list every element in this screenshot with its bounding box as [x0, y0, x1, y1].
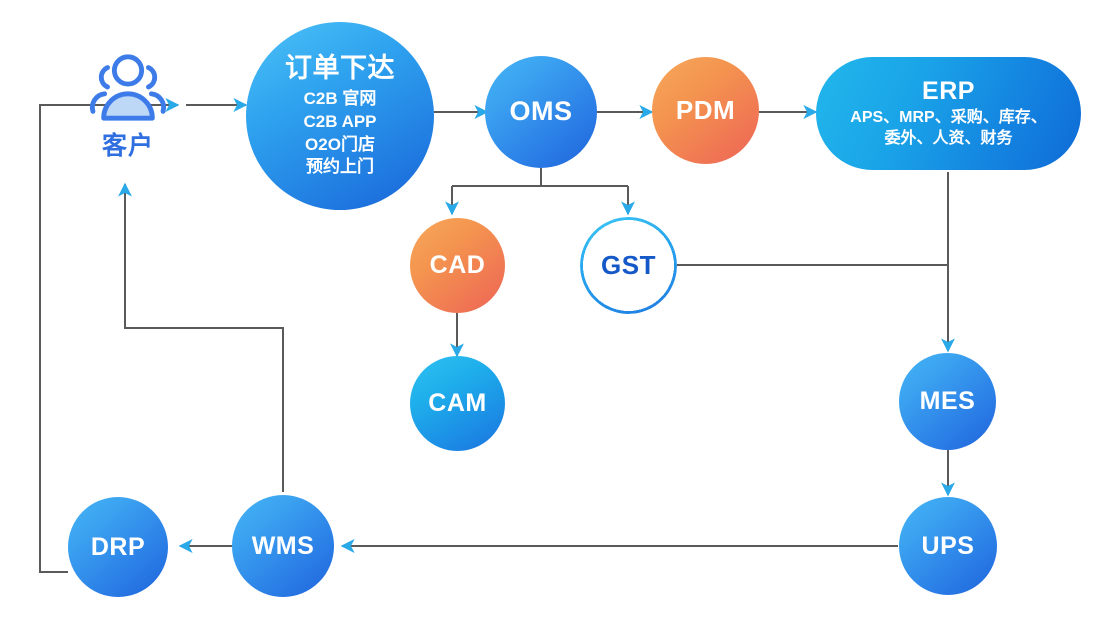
node-order[interactable]: 订单下达 C2B 官网 C2B APP O2O门店 预约上门: [246, 22, 434, 210]
edge-oms-branch-trunk: [452, 168, 628, 187]
node-ups[interactable]: UPS: [899, 497, 997, 595]
erp-line-1: APS、MRP、采购、库存、: [850, 108, 1047, 126]
drp-label: DRP: [90, 532, 146, 561]
erp-lines: APS、MRP、采购、库存、 委外、人资、财务: [850, 107, 1046, 150]
order-line-3: O2O门店: [305, 134, 375, 154]
people-group-icon: [89, 54, 167, 121]
order-lines: C2B 官网 C2B APP O2O门店 预约上门: [303, 88, 376, 180]
node-pdm[interactable]: PDM: [652, 57, 759, 164]
node-oms[interactable]: OMS: [485, 56, 597, 168]
node-gst[interactable]: GST: [580, 217, 677, 314]
gst-ring: [580, 217, 677, 314]
node-drp[interactable]: DRP: [68, 497, 168, 597]
node-cad[interactable]: CAD: [410, 218, 505, 313]
order-line-1: C2B 官网: [303, 88, 377, 108]
pdm-label: PDM: [675, 94, 736, 125]
customer-label: 客户: [101, 132, 154, 160]
erp-line-2: 委外、人资、财务: [884, 130, 1013, 148]
ups-label: UPS: [921, 531, 975, 560]
node-mes[interactable]: MES: [899, 353, 996, 450]
order-line-4: 预约上门: [306, 157, 374, 177]
gst-label: GST: [601, 250, 656, 280]
node-erp[interactable]: ERP APS、MRP、采购、库存、 委外、人资、财务: [816, 57, 1081, 170]
node-cam[interactable]: CAM: [410, 356, 505, 451]
mes-label: MES: [919, 387, 976, 416]
node-wms[interactable]: WMS: [232, 495, 334, 597]
order-title: 订单下达: [285, 52, 395, 83]
oms-label: OMS: [509, 96, 573, 127]
erp-title: ERP: [922, 77, 975, 106]
order-line-2: C2B APP: [303, 111, 377, 131]
cam-label: CAM: [428, 389, 487, 418]
cad-label: CAD: [429, 251, 486, 280]
wms-label: WMS: [251, 531, 315, 560]
node-customer[interactable]: 客户: [80, 50, 176, 162]
edge-wms-customer: [118, 182, 284, 492]
